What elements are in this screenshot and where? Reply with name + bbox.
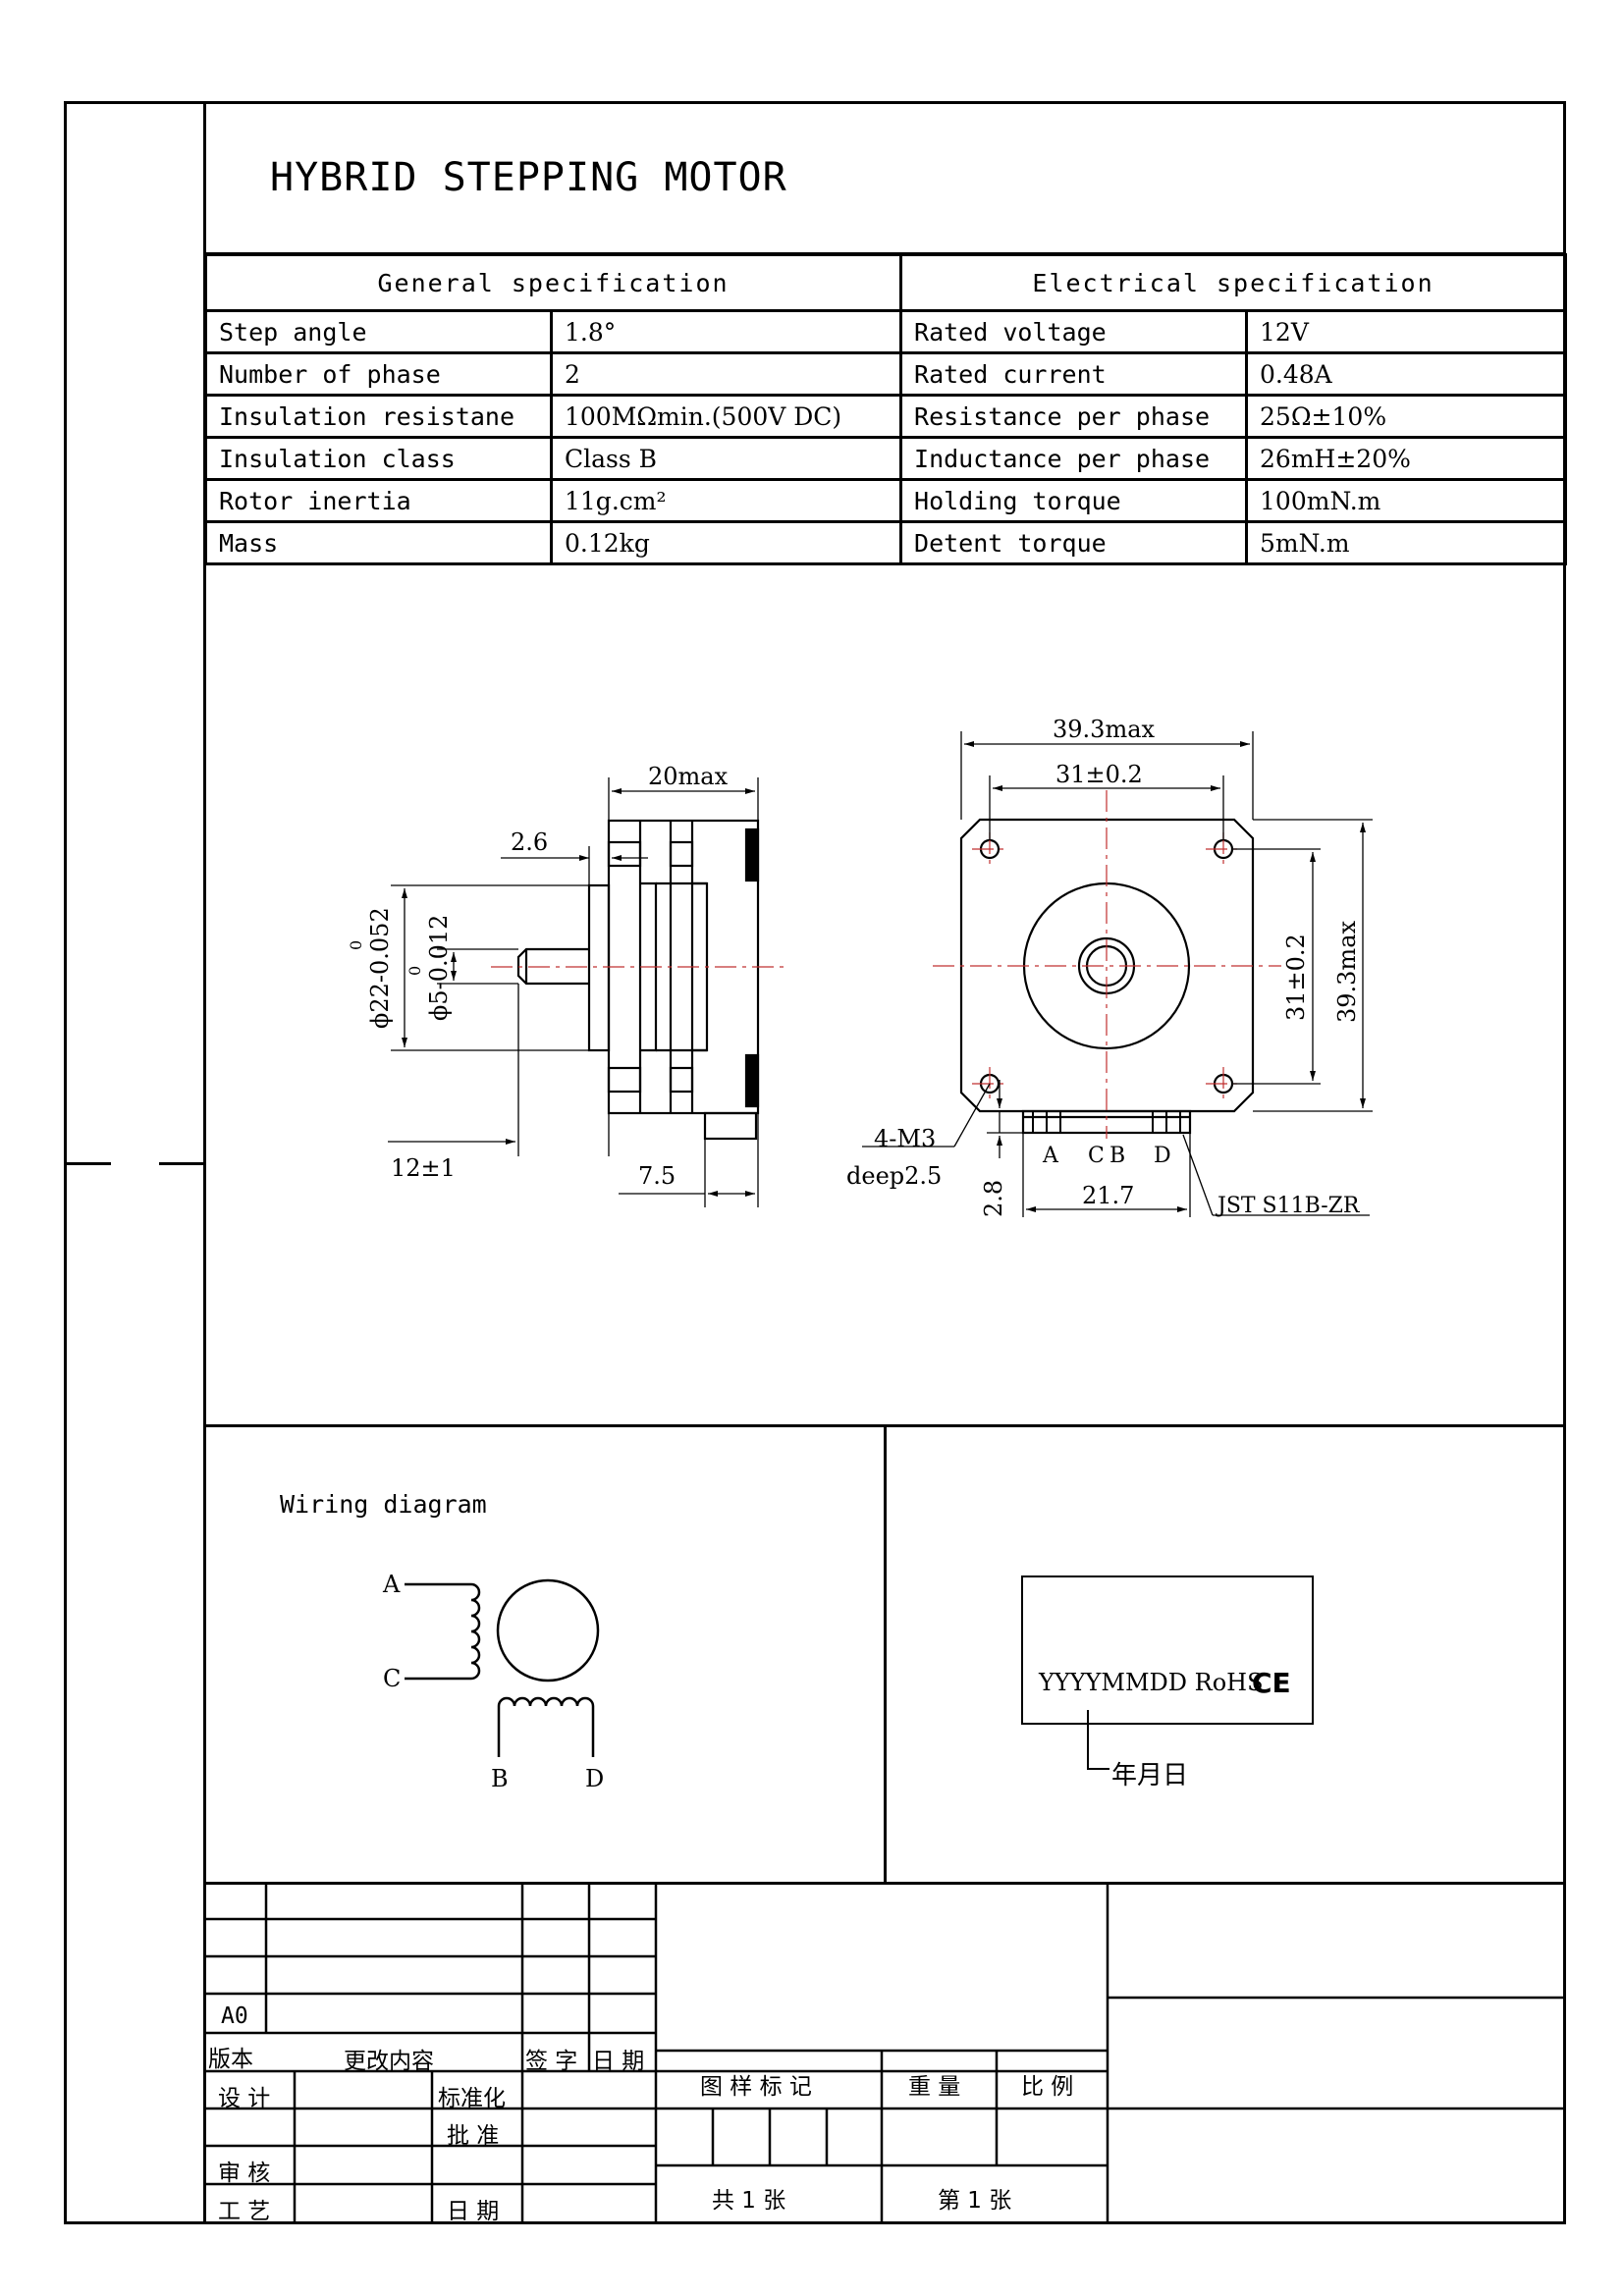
front-view-labels: 39.3max 31±0.2 4-M3 deep2.5 A C B D 21.7… [846,716,1361,1218]
weight-label: 重 量 [908,2074,961,2100]
dim-width-max: 39.3max [1053,716,1156,743]
spec-value: 26mH±20% [1245,436,1568,481]
dim-connector: 7.5 [638,1162,676,1190]
date-leader [1087,1710,1109,1770]
pin-c: C [1088,1144,1105,1168]
spec-row: Insulation resistane 100MΩmin.(500V DC) … [204,394,1568,439]
title-divider [203,252,1566,255]
side-view-dimensions [388,777,759,1207]
marking-label-box [1021,1575,1314,1725]
electrical-spec-heading: Electrical specification [899,253,1568,312]
spec-label: Inductance per phase [899,436,1249,481]
lead-c: C [383,1665,401,1692]
col-change: 更改内容 [344,2049,434,2074]
sheet-number: 第 1 张 [938,2188,1012,2214]
spec-value: 100MΩmin.(500V DC) [549,394,903,439]
side-view-labels: 20max 2.6 12±1 7.5 ϕ22-0.052 0 ϕ5-0.012 … [347,763,729,1190]
total-sheets: 共 1 张 [712,2188,786,2214]
spec-label: Number of phase [204,351,553,397]
spec-value: 1.8° [549,309,903,354]
frame-outer-right [1563,101,1566,2224]
dim-connector-width: 21.7 [1082,1182,1134,1209]
spec-label: Rated current [899,351,1249,397]
spec-label: Holding torque [899,478,1249,523]
approve-label: 批 准 [447,2123,500,2149]
wiring-marking-divider [884,1424,887,1883]
spec-label: Step angle [204,309,553,354]
spec-table: General specification Electrical specifi… [203,253,1568,565]
title-block-top [203,1882,1566,1885]
lead-a: A [382,1571,401,1598]
spec-header-row: General specification Electrical specifi… [203,253,1568,312]
spec-label: Rated voltage [899,309,1249,354]
spec-label: Detent torque [899,520,1249,565]
spec-row: Rotor inertia 11g.cm² Holding torque 100… [204,478,1568,523]
front-view-pins [1032,1111,1181,1133]
lead-d: D [585,1765,604,1792]
spec-label: Rotor inertia [204,478,553,523]
spec-label: Mass [204,520,553,565]
holes-note-1: 4-M3 [874,1125,936,1152]
dim-flange: 2.6 [511,828,548,856]
date-note: 年月日 [1111,1761,1189,1790]
date-label: 日 期 [447,2199,500,2224]
review-label: 审 核 [218,2161,271,2186]
dim-connector-height: 2.8 [980,1180,1007,1217]
standardize-label: 标准化 [438,2086,506,2111]
dim-length: 20max [648,763,729,790]
spec-value: Class B [549,436,903,481]
front-view-dimensions [862,731,1373,1217]
spec-value: 12V [1245,309,1568,354]
dim-shaft-length: 12±1 [391,1154,456,1182]
spec-value: 0.48A [1245,351,1568,397]
col-date: 日 期 [592,2049,645,2074]
dim-hole-spacing-v: 31±0.2 [1282,934,1310,1021]
connector-type: JST S11B-ZR [1216,1194,1361,1218]
spec-value: 11g.cm² [549,478,903,523]
drawing-mark-label: 图 样 标 记 [700,2074,812,2100]
col-version: 版本 [208,2047,253,2072]
dim-boss-diameter: ϕ22-0.052 [366,907,394,1029]
process-label: 工 艺 [218,2199,271,2224]
spec-value: 5mN.m [1245,520,1568,565]
scale-label: 比 例 [1021,2074,1074,2100]
ce-mark: CE [1252,1667,1291,1699]
page-title: HYBRID STEPPING MOTOR [270,155,787,200]
spec-row: Number of phase 2 Rated current 0.48A [204,351,1568,397]
dim-height-max: 39.3max [1333,920,1361,1023]
lead-b: B [491,1765,509,1792]
pin-a: A [1042,1144,1059,1168]
spec-label: Resistance per phase [899,394,1249,439]
frame-center-mark-right [159,1162,204,1165]
frame-center-mark-left [64,1162,111,1165]
dim-shaft-diameter: ϕ5-0.012 [425,915,453,1021]
wiring-diagram: A C B D [382,1571,604,1792]
revision-code: A0 [221,2003,248,2029]
pin-d: D [1154,1144,1171,1168]
design-label: 设 计 [218,2086,271,2111]
spec-row: Mass 0.12kg Detent torque 5mN.m [204,520,1568,565]
wiring-title: Wiring diagram [280,1490,487,1519]
spec-row: Insulation class Class B Inductance per … [204,436,1568,481]
general-spec-heading: General specification [203,253,903,312]
frame-binding-line [203,101,206,2224]
spec-row: Step angle 1.8° Rated voltage 12V [204,309,1568,354]
holes-note-2: deep2.5 [846,1162,942,1190]
spec-value: 0.12kg [549,520,903,565]
spec-value: 2 [549,351,903,397]
spec-value: 25Ω±10% [1245,394,1568,439]
col-sign: 签 字 [525,2049,578,2074]
marking-text: YYYYMMDD RoHS [1039,1669,1264,1696]
spec-value: 100mN.m [1245,478,1568,523]
frame-outer-top [64,101,1566,104]
pin-b: B [1109,1144,1125,1168]
spec-label: Insulation class [204,436,553,481]
dim-hole-spacing-h: 31±0.2 [1055,761,1143,788]
frame-outer-bottom [64,2221,1566,2224]
dim-shaft-tol-upper: 0 [406,966,424,976]
spec-label: Insulation resistane [204,394,553,439]
mechanical-drawing: 20max 2.6 12±1 7.5 ϕ22-0.052 0 ϕ5-0.012 … [347,716,1373,1218]
dim-boss-tol-upper: 0 [347,940,365,950]
